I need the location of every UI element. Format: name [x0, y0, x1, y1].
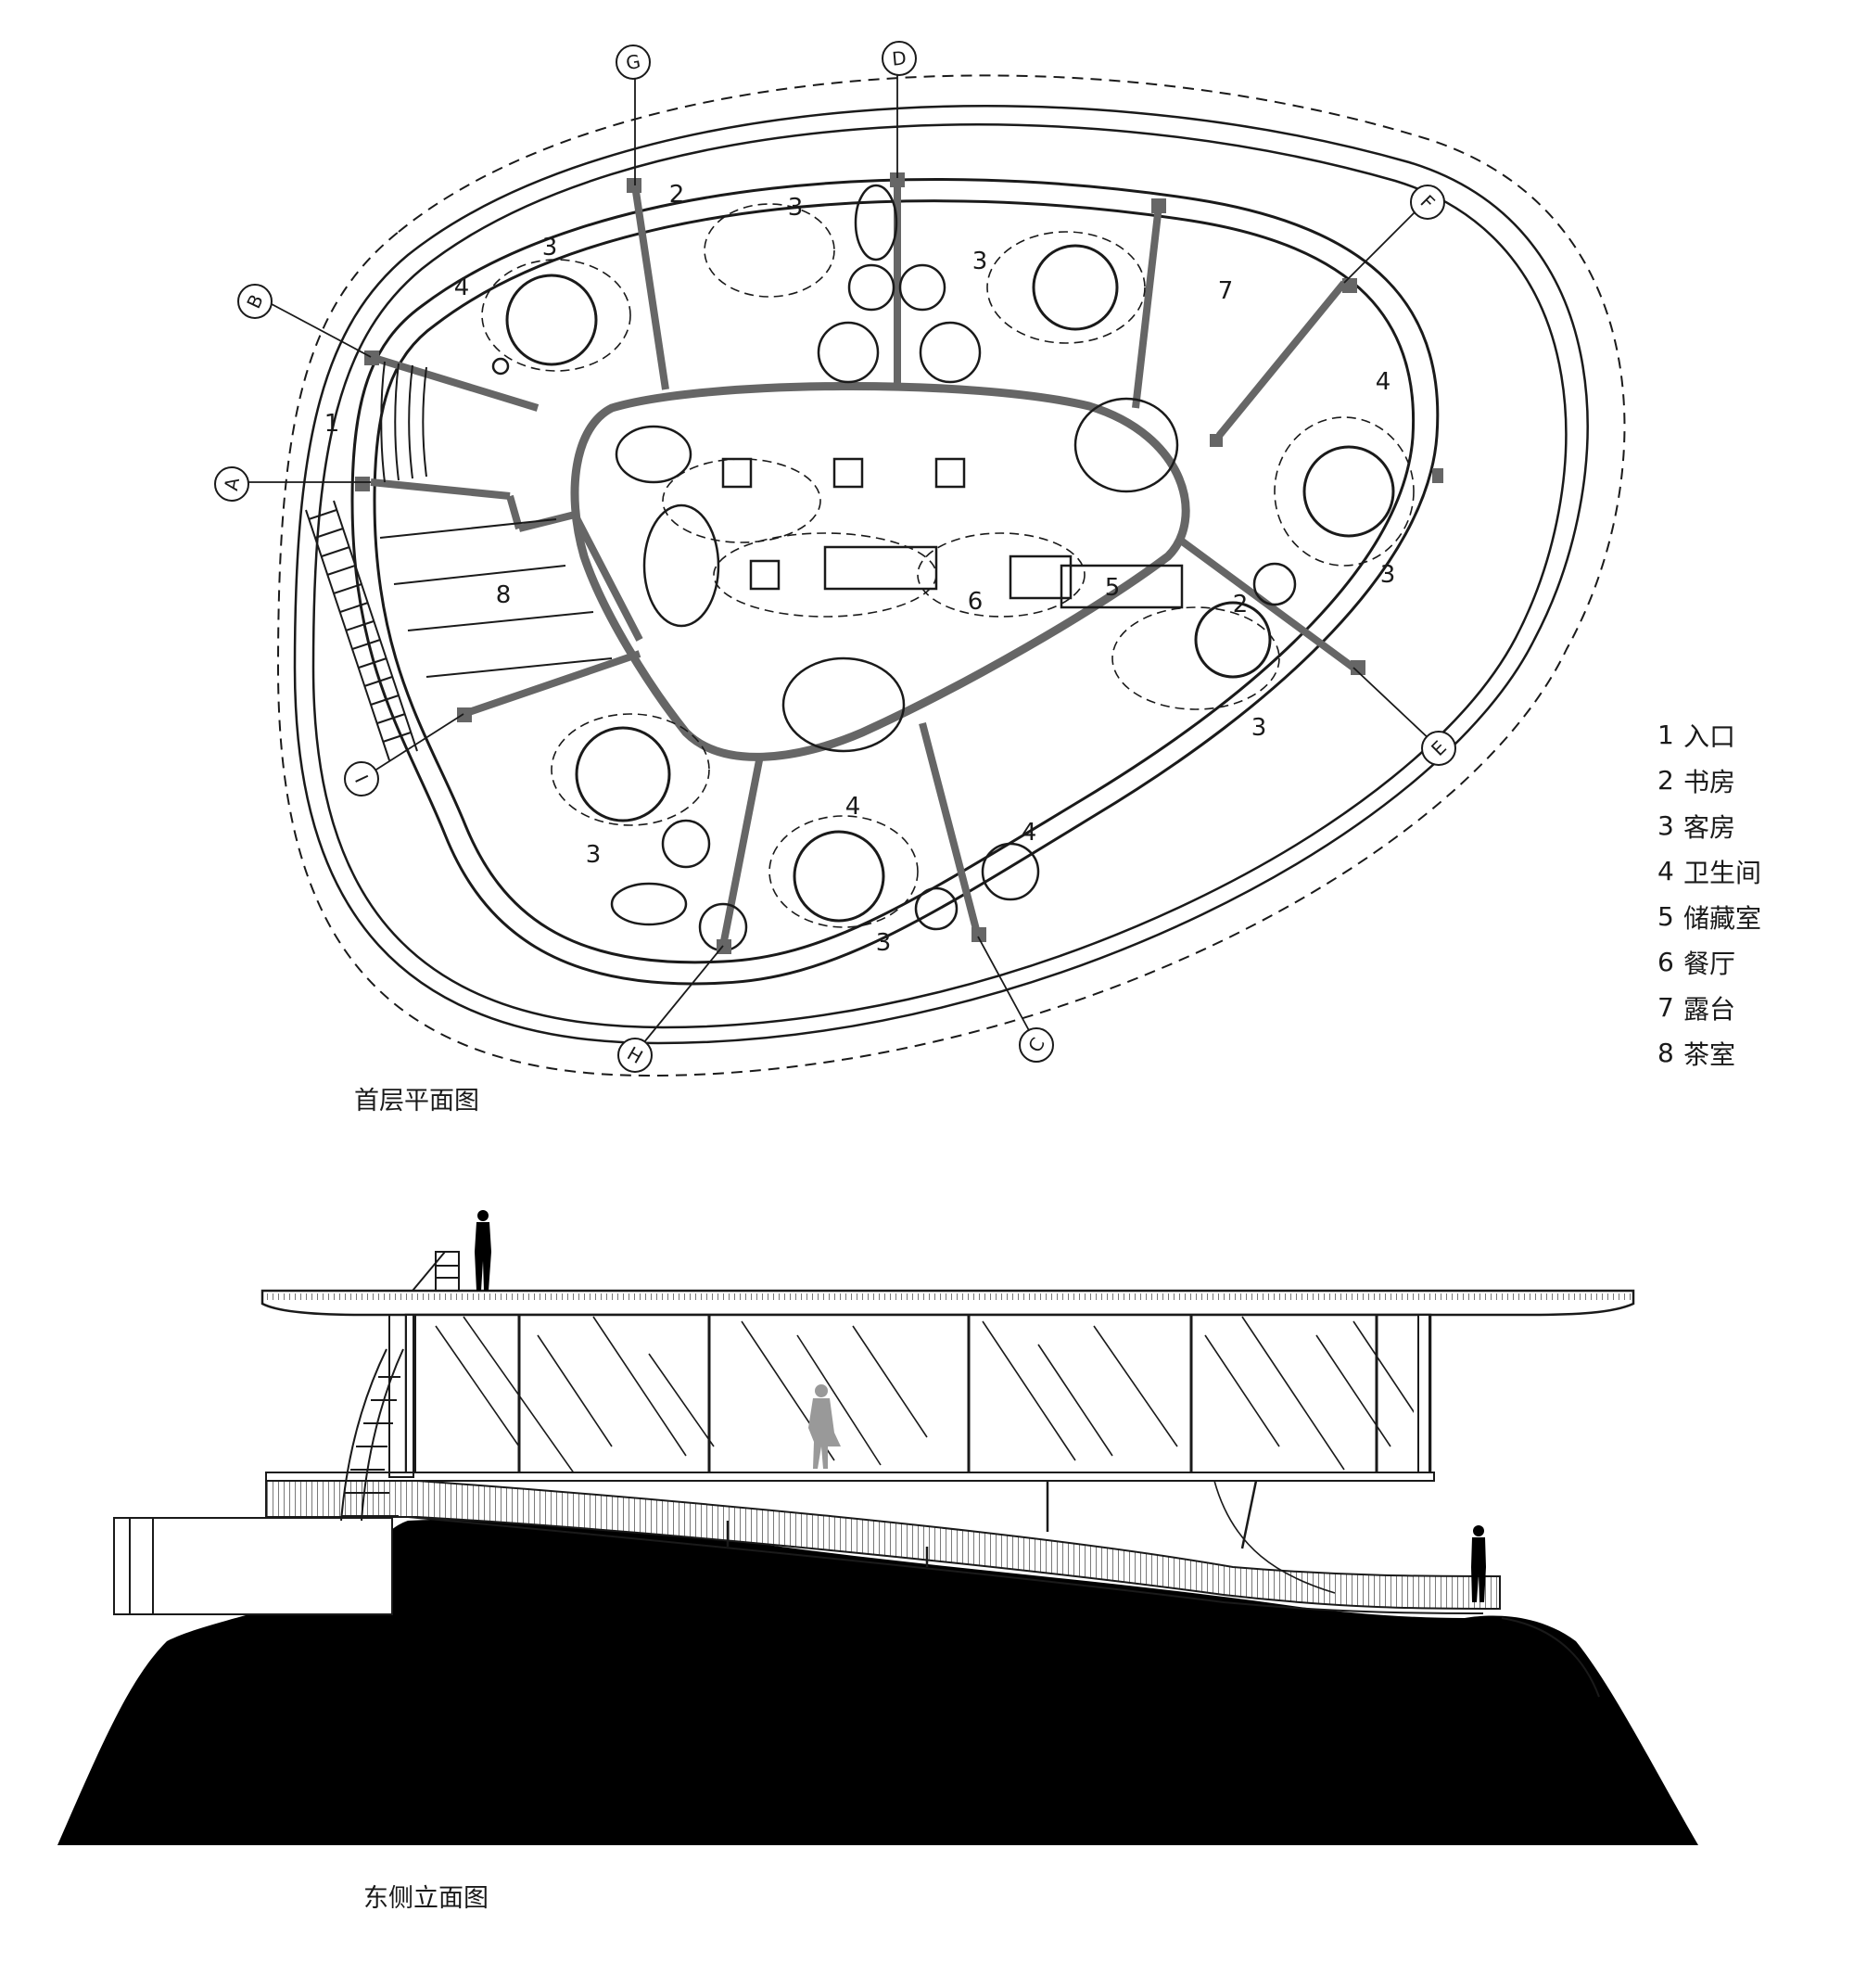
axis-label-text: A B G D F E C H I — [220, 46, 1451, 1068]
room-number: 4 — [845, 793, 861, 821]
legend-item: 7 露台 — [1657, 985, 1761, 1030]
room-numbers: 1 2 3 3 3 4 7 4 3 2 5 6 8 3 3 4 4 3 — [324, 181, 1396, 957]
legend-number: 2 — [1657, 765, 1674, 796]
room-number: 7 — [1218, 277, 1234, 305]
terrace-block — [113, 1517, 393, 1615]
room-number: 3 — [1251, 714, 1267, 742]
legend-item: 5 储藏室 — [1657, 894, 1761, 939]
room-number: 6 — [968, 588, 984, 616]
room-number: 3 — [586, 841, 602, 869]
legend-number: 6 — [1657, 947, 1674, 977]
tea-room-floor — [379, 518, 613, 678]
elevation-caption: 东侧立面图 — [363, 1884, 489, 1913]
person-figure-interior — [808, 1384, 841, 1469]
room-number: 4 — [1022, 819, 1037, 847]
support-columns — [726, 1480, 1336, 1594]
legend-item: 3 客房 — [1657, 803, 1761, 848]
room-number: 2 — [1233, 591, 1249, 618]
facade-inner — [373, 199, 1416, 964]
exterior-stair — [305, 500, 418, 761]
room-legend: 1 入口 2 书房 3 客房 4 卫生间 5 储藏室 6 餐厅 7 露台 8 茶室 — [1657, 712, 1761, 1076]
legend-number: 3 — [1657, 810, 1674, 841]
room-number: 5 — [1105, 574, 1121, 602]
east-elevation — [57, 1210, 1698, 1845]
roof-railing — [412, 1251, 460, 1292]
axis-grid — [236, 70, 1433, 1049]
legend-number: 7 — [1657, 992, 1674, 1023]
hill-slope-line — [1501, 1617, 1600, 1698]
legend-number: 5 — [1657, 901, 1674, 932]
mullions — [517, 1315, 1378, 1474]
deck-inner-ring — [311, 123, 1568, 1029]
legend-item: 2 书房 — [1657, 758, 1761, 803]
room-number: 3 — [542, 234, 558, 261]
legend-item: 6 餐厅 — [1657, 939, 1761, 985]
hill-silhouette — [57, 1519, 1698, 1845]
legend-item: 8 茶室 — [1657, 1030, 1761, 1076]
legend-label: 茶室 — [1683, 1039, 1736, 1070]
legend-label: 露台 — [1683, 993, 1736, 1025]
legend-number: 8 — [1657, 1038, 1674, 1068]
room-number: 3 — [1380, 561, 1396, 589]
axis-bubbles — [214, 41, 1456, 1073]
legend-label: 餐厅 — [1683, 948, 1736, 979]
person-figure-roof — [475, 1210, 491, 1291]
facade-outer — [350, 178, 1440, 986]
side-stair — [340, 1314, 414, 1522]
bathroom-fixtures — [491, 184, 1297, 952]
central-hall-wall — [570, 381, 1190, 761]
ramp-railing — [265, 1480, 1501, 1611]
hall-furniture — [615, 397, 1184, 753]
legend-label: 卫生间 — [1683, 857, 1762, 888]
floor-slab — [265, 1472, 1435, 1482]
legend-number: 4 — [1657, 856, 1674, 886]
room-number: 3 — [788, 194, 804, 222]
room-number: 2 — [669, 181, 685, 209]
deck-outer-ring — [293, 105, 1589, 1045]
legend-label: 书房 — [1683, 766, 1736, 797]
legend-item: 4 卫生间 — [1657, 848, 1761, 894]
roof-outline-dashed — [276, 74, 1626, 1077]
room-number: 1 — [324, 410, 340, 438]
partition-walls — [369, 178, 1356, 947]
axis-label: G — [624, 50, 641, 74]
person-figure-ground — [1471, 1525, 1486, 1602]
room-number: 3 — [972, 248, 988, 275]
entrance-steps — [380, 361, 427, 483]
legend-item: 1 入口 — [1657, 712, 1761, 758]
room-number: 3 — [876, 929, 892, 957]
room-number: 8 — [496, 581, 512, 609]
glass-facade — [404, 1313, 1432, 1476]
legend-label: 储藏室 — [1683, 902, 1762, 934]
plan-caption: 首层平面图 — [354, 1087, 479, 1115]
axis-label: D — [891, 46, 907, 70]
room-number: 4 — [1376, 368, 1391, 396]
legend-label: 入口 — [1683, 720, 1736, 752]
floor-plan: A B G D F E C H I 1 2 3 3 3 4 7 4 3 2 5 … — [214, 41, 1626, 1077]
legend-number: 1 — [1657, 720, 1674, 750]
guest-room-beds — [505, 244, 1395, 923]
axis-label: A — [220, 476, 244, 492]
room-number: 4 — [454, 274, 470, 301]
legend-label: 客房 — [1683, 811, 1736, 843]
